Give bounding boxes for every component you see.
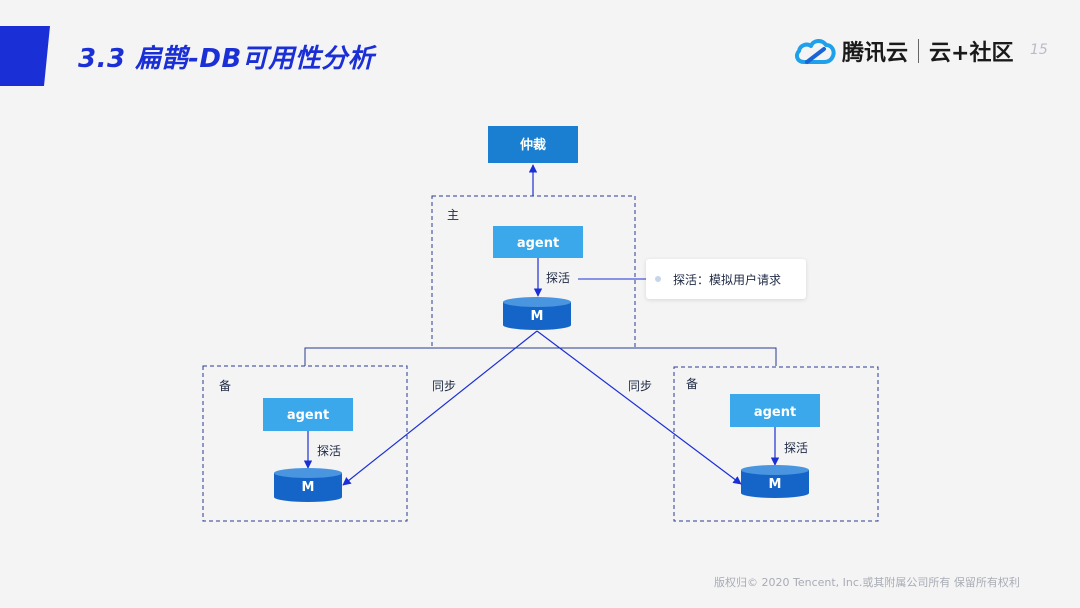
page-number: 15 [1030,42,1048,58]
sync-right-label: 同步 [628,379,652,393]
standby-left-group [202,365,408,522]
standby-right-db-label: M [769,477,782,492]
standby-left-probe-label: 探活 [317,444,341,458]
primary-agent-box [493,226,583,258]
primary-probe-label: 探活 [546,271,570,285]
logo-divider [918,39,920,63]
sync-left-arrow [342,330,538,486]
accent-bar [0,26,50,86]
primary-db-label: M [531,309,544,324]
standby-left-db-icon [274,468,342,502]
primary-agent-label: agent [517,236,559,251]
community-name: 云+社区 [929,41,1014,66]
standby-right-agent-box [730,394,820,427]
cloud-logo-icon [794,39,836,64]
primary-db-icon [503,297,571,330]
standby-left-agent-label: agent [287,408,329,423]
copyright-footer: 版权归© 2020 Tencent, Inc.或其附属公司所有 保留所有权利 [714,576,1020,589]
standby-right-db-icon [741,465,809,498]
sync-left-label: 同步 [432,379,456,393]
standby-left-agent-box [263,398,353,431]
standby-left-db-label: M [302,480,315,495]
standby-right-probe-label: 探活 [784,441,808,455]
standby-right-agent-label: agent [754,405,796,420]
probe-note-callout: 探活：模拟用户请求 [646,259,806,299]
arbiter-box [488,126,578,163]
group-connector [304,347,777,366]
page-title: 3.3 扁鹊-DB可用性分析 [78,44,375,74]
standby-left-label: 备 [219,379,231,393]
brand-name: 腾讯云 [842,41,909,66]
tencent-cloud-logo: 腾讯云 云+社区 [794,34,1013,68]
arbiter-label: 仲裁 [520,137,546,153]
probe-note-text: 探活：模拟用户请求 [673,272,782,287]
standby-right-label: 备 [686,377,698,391]
primary-label: 主 [447,208,459,222]
sync-right-arrow [536,330,742,485]
standby-right-group [673,366,879,522]
bullet-icon [655,276,661,282]
